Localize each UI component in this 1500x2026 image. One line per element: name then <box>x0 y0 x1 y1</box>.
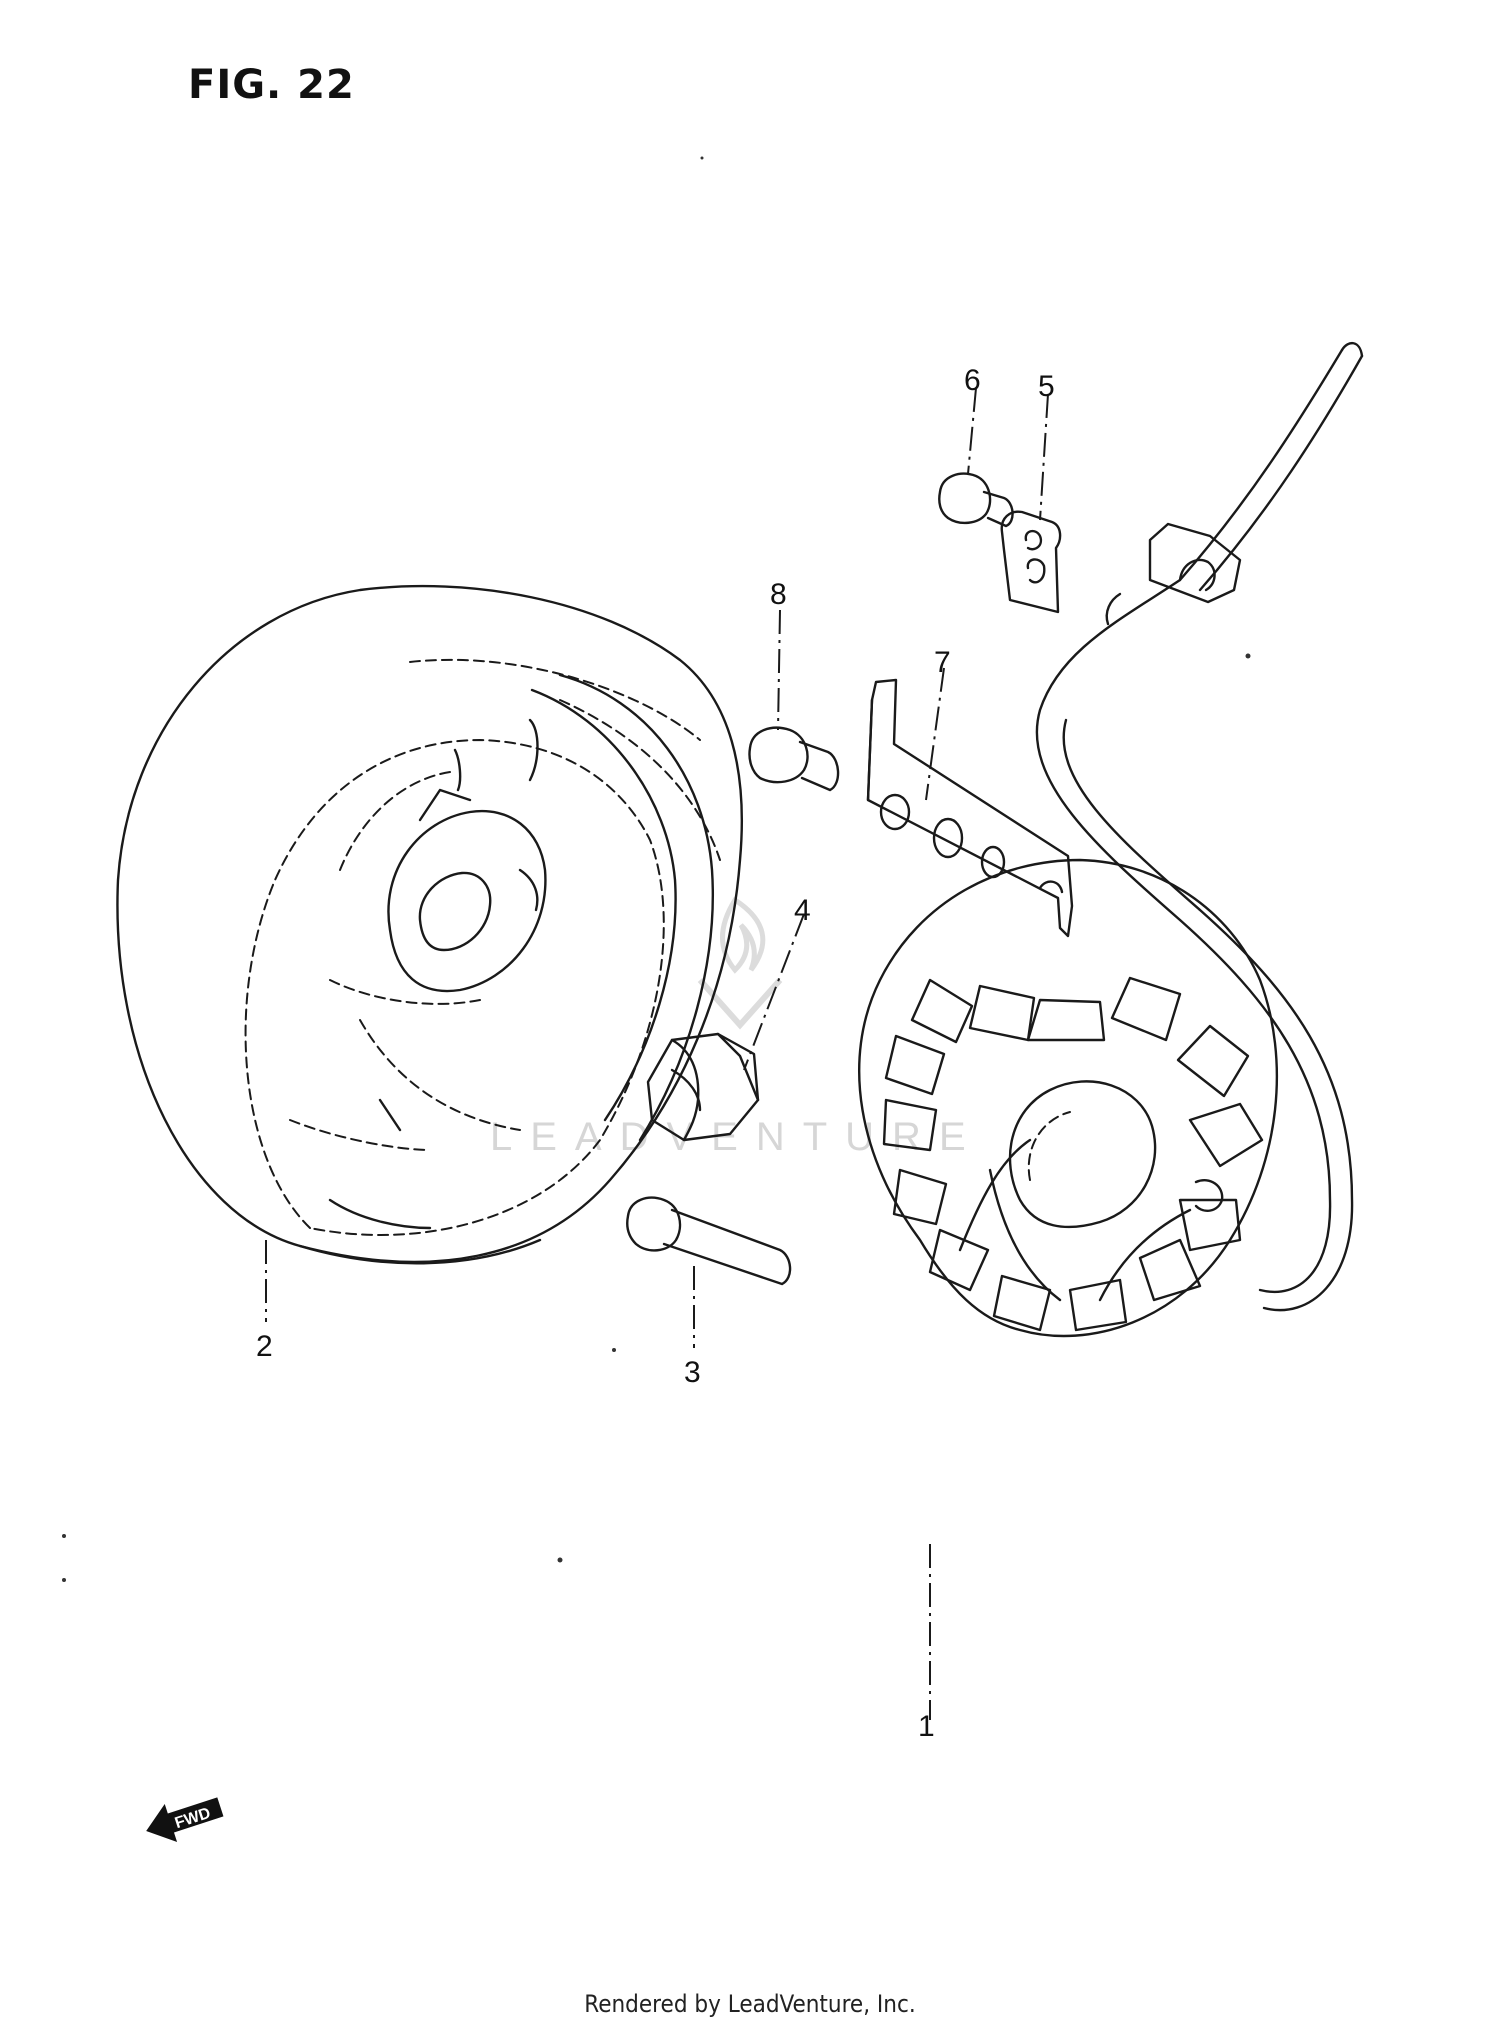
fwd-label: FWD <box>173 1805 213 1832</box>
callout-5[interactable]: 5 <box>1038 370 1055 403</box>
callout-4[interactable]: 4 <box>794 894 811 927</box>
callout-labels: 1 2 3 4 5 6 7 8 <box>256 364 1055 1743</box>
callout-3[interactable]: 3 <box>684 1356 701 1389</box>
fwd-direction-arrow: FWD <box>146 1797 224 1843</box>
part-7-plate[interactable] <box>866 678 1074 938</box>
watermark-text: LEADVENTURE <box>490 1115 984 1159</box>
part-5-clamp[interactable] <box>1000 510 1062 614</box>
callout-7[interactable]: 7 <box>934 646 951 679</box>
figure-title: FIG. 22 <box>188 62 355 108</box>
part-3-bolt[interactable] <box>626 1196 792 1286</box>
callout-8[interactable]: 8 <box>770 578 787 611</box>
leader-lines <box>265 387 1049 1720</box>
part-6-screw[interactable] <box>938 472 1014 528</box>
watermark: LEADVENTURE <box>490 896 984 1159</box>
callout-6[interactable]: 6 <box>964 364 981 397</box>
part-8-screw[interactable] <box>748 726 840 792</box>
part-2-flywheel-rotor[interactable] <box>116 584 743 1265</box>
scan-specks <box>62 156 1251 1582</box>
footer-credit: Rendered by LeadVenture, Inc. <box>584 1990 916 2018</box>
part-4-nut[interactable] <box>646 1032 760 1142</box>
callout-1[interactable]: 1 <box>918 1710 935 1743</box>
callout-2[interactable]: 2 <box>256 1330 273 1363</box>
part-1-stator[interactable] <box>858 342 1364 1338</box>
